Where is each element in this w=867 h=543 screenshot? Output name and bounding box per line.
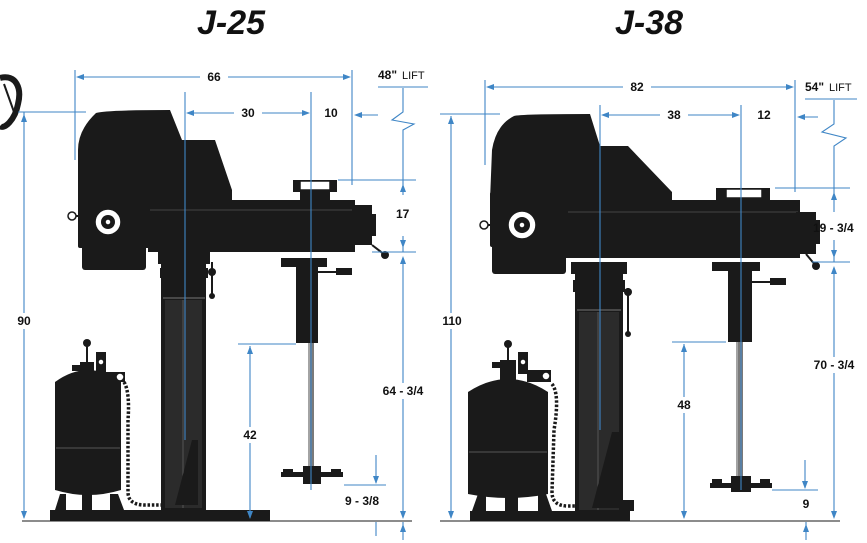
lift-label: LIFT: [402, 70, 425, 82]
lift-label-j38: LIFT: [829, 82, 852, 94]
dim-rear-clearance-j38: 12: [757, 108, 771, 122]
dim-stroke: 64 - 3/4: [383, 384, 424, 398]
dim-stroke-j38: 70 - 3/4: [814, 358, 855, 372]
lift-value-j38: 54": [805, 80, 824, 94]
dim-arm-reach-j38: 38: [667, 108, 681, 122]
dimensions-j25: 66 30 10 48" LIFT 17 64 - 3/4: [6, 68, 430, 540]
machine-j25: [22, 110, 412, 522]
edge-mark: [0, 74, 23, 130]
dim-impeller-clearance: 9 - 3/8: [345, 494, 379, 508]
dim-rear-clearance: 10: [324, 106, 338, 120]
machine-j38: [440, 114, 840, 522]
dim-total-height-j38: 110: [442, 314, 462, 328]
dim-shaft-to-floor: 42: [243, 428, 257, 442]
dim-total-height: 90: [17, 314, 31, 328]
dim-impeller-clearance-j38: 9: [803, 497, 810, 511]
dim-head-height: 17: [396, 207, 410, 221]
dimensions-j38: 82 38 12 54" LIFT 19 - 3/4 70 - 3/4: [430, 80, 862, 540]
dim-shaft-to-floor-j38: 48: [677, 398, 691, 412]
model-title-j25: J-25: [197, 4, 266, 42]
lift-value: 48": [378, 68, 397, 82]
dim-overall-width-j38: 82: [630, 80, 644, 94]
model-title-j38: J-38: [615, 4, 683, 42]
dim-overall-width: 66: [207, 70, 221, 84]
dim-head-height-j38: 19 - 3/4: [813, 221, 854, 235]
dim-arm-reach: 30: [241, 106, 255, 120]
